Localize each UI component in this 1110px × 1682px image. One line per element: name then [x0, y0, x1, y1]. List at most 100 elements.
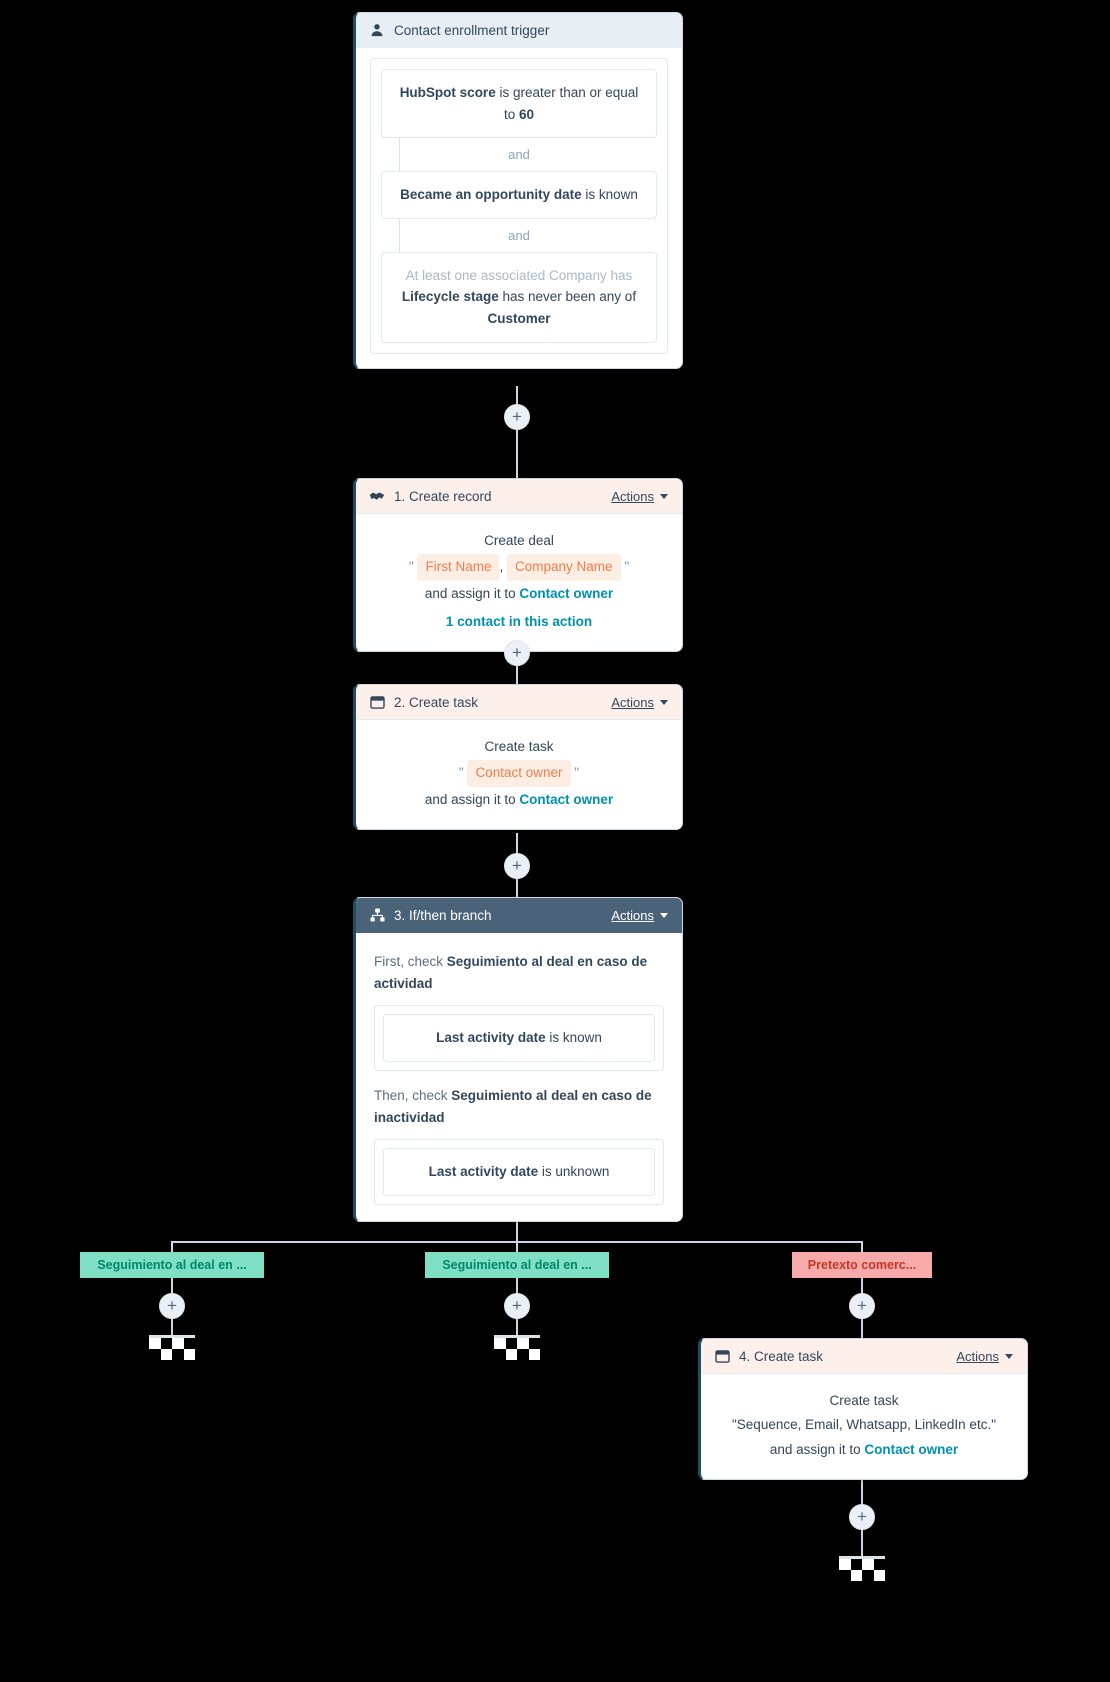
- step-3-first-check-line: First, check Seguimiento al deal en caso…: [374, 951, 664, 995]
- step-3-title: 3. If/then branch: [394, 907, 492, 923]
- step-3-then-branch-name: Seguimiento al deal en caso de inactivid…: [374, 1087, 652, 1125]
- chevron-down-icon[interactable]: [660, 493, 668, 499]
- filter-1-operator: is greater than or equal to: [495, 85, 639, 122]
- step-1-assign-owner-link[interactable]: Contact owner: [519, 585, 614, 601]
- step-1-title: 1. Create record: [394, 488, 492, 504]
- quote-open: ": [408, 559, 414, 575]
- contact-enrollment-trigger-card[interactable]: Contact enrollment trigger HubSpot score…: [353, 12, 683, 369]
- branch-icon: [369, 907, 385, 923]
- step-2-assign-owner-link[interactable]: Contact owner: [519, 791, 614, 807]
- step-1-body: Create deal " First Name, Company Name "…: [356, 514, 682, 651]
- step-1-header: 1. Create record Actions: [356, 479, 682, 514]
- end-flag-middle: [494, 1335, 540, 1360]
- add-step-after-4[interactable]: [849, 1504, 875, 1530]
- step-1-create-record-card[interactable]: 1. Create record Actions Create deal " F…: [353, 478, 683, 653]
- step-2-line-1: Create task: [484, 739, 554, 754]
- chevron-down-icon[interactable]: [660, 699, 668, 705]
- add-step-after-1[interactable]: [504, 640, 530, 666]
- branch-label-right[interactable]: Pretexto comerc...: [792, 1252, 932, 1278]
- step-4-assign-line: and assign it to Contact owner: [719, 1439, 1009, 1461]
- branch-label-middle[interactable]: Seguimiento al deal en ...: [425, 1252, 609, 1278]
- step-2-create-task-card[interactable]: 2. Create task Actions Create task " Con…: [353, 684, 683, 830]
- token-first-name[interactable]: First Name: [417, 554, 500, 581]
- step-3-body: First, check Seguimiento al deal en caso…: [356, 933, 682, 1221]
- step-3-first-condition-group: Last activity date is known: [374, 1004, 664, 1071]
- step-3-first-prefix: First, check: [374, 954, 447, 969]
- filter-1-property: HubSpot score: [399, 85, 496, 100]
- branch-label-left[interactable]: Seguimiento al deal en ...: [80, 1252, 264, 1278]
- step-2-actions-label[interactable]: Actions: [611, 694, 654, 710]
- filter-3-property: Lifecycle stage: [401, 289, 499, 305]
- quote-open: ": [458, 765, 464, 781]
- step-4-assign-owner-link[interactable]: Contact owner: [864, 1441, 959, 1457]
- step-3-first-cond-operator: is known: [545, 1029, 602, 1045]
- step-1-name-template: " First Name, Company Name ": [374, 554, 664, 581]
- step-3-actions-label[interactable]: Actions: [611, 907, 654, 923]
- step-4-line-2: "Sequence, Email, Whatsapp, LinkedIn etc…: [732, 1417, 996, 1433]
- chevron-down-icon[interactable]: [1005, 1353, 1013, 1359]
- step-3-then-prefix: Then, check: [374, 1087, 452, 1103]
- step-4-line-1: Create task: [829, 1393, 899, 1408]
- step-4-actions-dropdown[interactable]: Actions: [956, 1349, 1013, 1364]
- step-2-assign-prefix: and assign it to: [424, 791, 520, 807]
- step-3-then-condition-group: Last activity date is unknown: [374, 1138, 664, 1205]
- token-contact-owner[interactable]: Contact owner: [467, 760, 571, 787]
- step-4-actions-label[interactable]: Actions: [956, 1348, 999, 1364]
- step-3-then-cond-operator: is unknown: [538, 1163, 610, 1179]
- filter-connector-and-1: and: [381, 138, 657, 172]
- add-step-branch-left[interactable]: [159, 1293, 185, 1319]
- step-4-header: 4. Create task Actions: [701, 1339, 1027, 1374]
- step-3-then-check-line: Then, check Seguimiento al deal en caso …: [374, 1085, 664, 1129]
- step-2-actions-dropdown[interactable]: Actions: [611, 695, 668, 710]
- token-separator: ,: [499, 559, 504, 575]
- step-2-title: 2. Create task: [394, 694, 479, 710]
- filter-3-prefix: At least one associated Company has: [405, 267, 633, 283]
- trigger-filter-3[interactable]: At least one associated Company has Life…: [381, 251, 657, 343]
- chevron-down-icon[interactable]: [660, 912, 668, 918]
- step-2-header: 2. Create task Actions: [356, 685, 682, 720]
- step-4-create-task-card[interactable]: 4. Create task Actions Create task "Sequ…: [698, 1338, 1028, 1480]
- connector-branch-left-drop: [171, 1241, 173, 1253]
- trigger-card-header: Contact enrollment trigger: [356, 13, 682, 48]
- trigger-title: Contact enrollment trigger: [394, 22, 550, 38]
- add-step-branch-middle[interactable]: [504, 1293, 530, 1319]
- step-3-first-condition[interactable]: Last activity date is known: [383, 1013, 655, 1062]
- task-card-icon: [714, 1348, 730, 1364]
- filter-3-operator: has never been any of: [498, 289, 637, 305]
- step-3-first-cond-property: Last activity date: [436, 1029, 546, 1045]
- step-3-then-condition[interactable]: Last activity date is unknown: [383, 1147, 655, 1196]
- step-3-header: 3. If/then branch Actions: [356, 898, 682, 933]
- token-company-name[interactable]: Company Name: [507, 554, 621, 581]
- step-4-assign-prefix: and assign it to: [769, 1441, 865, 1457]
- step-1-line-1: Create deal: [484, 533, 554, 548]
- connector-trigger-to-1: [516, 386, 518, 478]
- step-1-assign-prefix: and assign it to: [424, 585, 520, 601]
- trigger-filter-2[interactable]: Became an opportunity date is known: [381, 171, 657, 219]
- quote-close: ": [624, 559, 630, 575]
- filter-1-value: 60: [518, 106, 535, 122]
- add-step-after-trigger[interactable]: [504, 404, 530, 430]
- add-step-branch-right[interactable]: [849, 1293, 875, 1319]
- step-1-assign-line: and assign it to Contact owner: [374, 583, 664, 605]
- step-3-if-then-branch-card[interactable]: 3. If/then branch Actions First, check S…: [353, 897, 683, 1222]
- step-3-then-cond-property: Last activity date: [428, 1163, 539, 1179]
- trigger-filter-1[interactable]: HubSpot score is greater than or equal t…: [381, 69, 657, 139]
- task-card-icon: [369, 694, 385, 710]
- step-1-contact-count-link[interactable]: 1 contact in this action: [445, 613, 593, 629]
- filter-2-property: Became an opportunity date: [400, 187, 582, 203]
- add-step-after-2[interactable]: [504, 853, 530, 879]
- filter-3-value: Customer: [487, 310, 551, 326]
- connector-3-trunk: [516, 1206, 518, 1242]
- filter-connector-and-2: and: [381, 218, 657, 252]
- step-2-name-template: " Contact owner ": [374, 760, 664, 787]
- step-3-actions-dropdown[interactable]: Actions: [611, 908, 668, 923]
- connector-branch-middle-drop: [516, 1241, 518, 1253]
- step-1-actions-dropdown[interactable]: Actions: [611, 489, 668, 504]
- quote-close: ": [574, 765, 580, 781]
- step-4-title: 4. Create task: [739, 1348, 824, 1364]
- connector-1-to-2: [516, 620, 518, 714]
- filter-2-operator: is known: [581, 187, 638, 203]
- step-1-actions-label[interactable]: Actions: [611, 488, 654, 504]
- end-flag-left: [149, 1335, 195, 1360]
